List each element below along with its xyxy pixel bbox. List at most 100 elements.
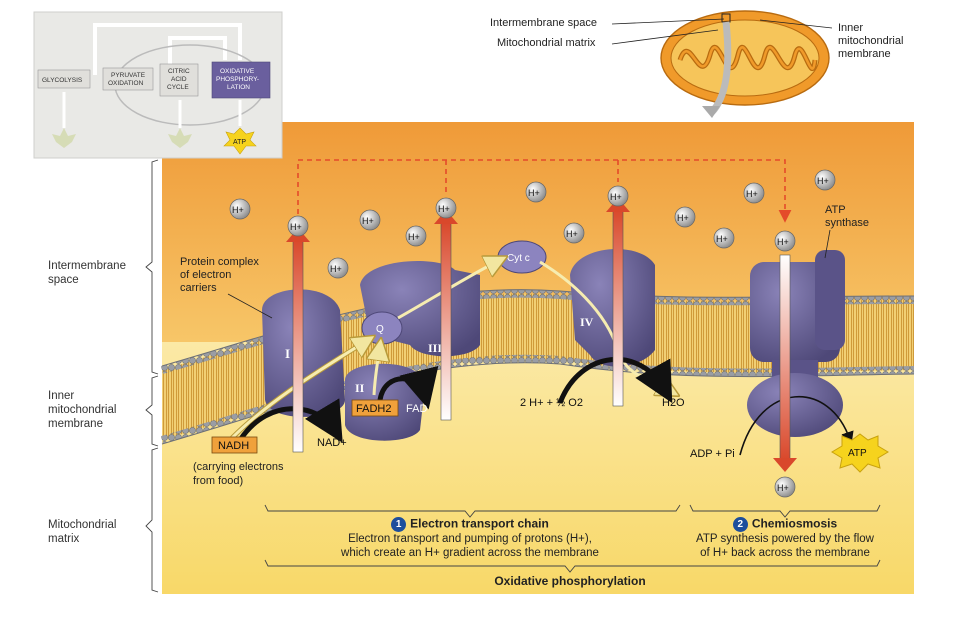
bracket-membrane — [145, 375, 159, 447]
proton-label: H+ — [362, 216, 374, 226]
side-label-intermembrane-2: space — [48, 274, 79, 286]
proton-ion: H+ — [774, 476, 796, 498]
side-label-inner-1: Inner — [48, 390, 75, 402]
side-label-intermembrane-1: Intermembrane — [48, 260, 126, 272]
water-label: H2O — [662, 397, 685, 409]
atp-label: ATP — [848, 448, 867, 459]
proton-ion: H+ — [405, 225, 427, 247]
inset-pyruvate-2: OXIDATION — [108, 80, 144, 87]
oxidative-phosphorylation-label: Oxidative phosphorylation — [494, 574, 646, 588]
proton-ion: H+ — [743, 182, 765, 204]
respiration-overview-inset — [33, 11, 283, 159]
proton-label: H+ — [777, 237, 789, 247]
side-label-matrix-1: Mitochondrial — [48, 519, 117, 531]
protein-complex-line-2: of electron — [180, 269, 231, 281]
proton-ion: H+ — [674, 206, 696, 228]
oxygen-equation: 2 H+ + ½ O2 — [520, 397, 583, 409]
complex-iii-label: III — [428, 341, 442, 355]
fadh2-box — [351, 399, 399, 417]
proton-ion: H+ — [774, 230, 796, 252]
proton-label: H+ — [528, 188, 540, 198]
electron-path-fadh2 — [374, 346, 380, 396]
inset-atp: ATP — [233, 139, 246, 146]
nadh-box — [211, 436, 258, 454]
proton-label: H+ — [817, 176, 829, 186]
proton-ion: H+ — [287, 215, 309, 237]
atp-star — [831, 433, 889, 473]
cyt-c-label: Cyt c — [507, 253, 530, 264]
proton-label: H+ — [777, 483, 789, 493]
protein-complex-line-1: Protein complex — [180, 256, 259, 268]
proton-ion: H+ — [607, 185, 629, 207]
step-1-line-1: Electron transport and pumping of proton… — [348, 533, 592, 545]
top-label-inner-1: Inner — [838, 22, 864, 34]
step-2-line-2: of H+ back across the membrane — [700, 547, 870, 559]
fadh2-arrow — [377, 365, 439, 410]
proton-label: H+ — [566, 229, 578, 239]
step-1-title: Electron transport chain — [410, 516, 549, 531]
atp-synthase — [747, 250, 845, 437]
carrying-line-1: (carrying electrons — [193, 461, 284, 473]
carrying-line-2: from food) — [193, 475, 243, 487]
step-2-number: 2 — [732, 517, 748, 532]
side-label-inner-3: membrane — [48, 418, 103, 430]
step-1-line-2: which create an H+ gradient across the m… — [341, 547, 599, 559]
step-2-title: Chemiosmosis — [751, 516, 838, 531]
side-label-inner-2: mitochondrial — [48, 404, 117, 416]
nad-plus-label: NAD+ — [317, 437, 347, 449]
proton-label: H+ — [330, 264, 342, 274]
proton-ion: H+ — [525, 181, 547, 203]
complex-iv: IV — [570, 248, 655, 367]
proton-ion: H+ — [359, 209, 381, 231]
inset-oxphos-2: PHOSPHORY- — [216, 76, 259, 83]
atp-synthesis-arrow — [739, 395, 854, 456]
inset-oxphos-1: OXIDATIVE — [220, 68, 255, 75]
oxygen-arrow — [557, 356, 673, 404]
inset-glycolysis: GLYCOLYSIS — [42, 77, 83, 84]
complex-ii-label: II — [355, 381, 365, 395]
proton-ion: H+ — [435, 197, 457, 219]
q-label: Q — [376, 324, 384, 335]
bracket-step-1 — [264, 504, 681, 518]
complex-i-label: I — [285, 346, 290, 361]
atp-synthase-line-2: synthase — [825, 217, 869, 229]
proton-ion: H+ — [713, 227, 735, 249]
inset-citric-3: CYCLE — [167, 84, 189, 91]
fad-label: FAD — [406, 403, 427, 415]
nadh-label: NADH — [218, 440, 249, 452]
proton-label: H+ — [438, 204, 450, 214]
proton-label: H+ — [232, 205, 244, 215]
bracket-oxphos — [264, 559, 881, 573]
bracket-step-2 — [689, 504, 881, 518]
top-label-matrix: Mitochondrial matrix — [497, 37, 596, 49]
proton-return-arrow — [773, 254, 797, 472]
proton-ions: H+ H+ H+ H+ H+ H+ H+ H+ H+ H+ H+ H+ H+ H… — [229, 169, 836, 498]
proton-ion: H+ — [563, 222, 585, 244]
proton-ion: H+ — [327, 257, 349, 279]
inset-oxphos-3: LATION — [227, 84, 250, 91]
inset-pyruvate-1: PYRUVATE — [111, 72, 146, 79]
complex-i: I — [262, 289, 345, 417]
top-label-intermembrane: Intermembrane space — [490, 17, 597, 29]
bracket-intermembrane — [145, 159, 159, 375]
inset-citric-1: CITRIC — [168, 68, 190, 75]
proton-label: H+ — [716, 234, 728, 244]
mitochondrion-illustration — [660, 10, 830, 118]
bracket-matrix — [145, 447, 159, 593]
inset-atp-star — [223, 127, 257, 155]
step-2-line-1: ATP synthesis powered by the flow — [696, 533, 874, 545]
top-label-inner-2: mitochondrial — [838, 35, 904, 47]
adp-pi-label: ADP + Pi — [690, 448, 735, 460]
proton-label: H+ — [677, 213, 689, 223]
protein-complex-line-3: carriers — [180, 282, 217, 294]
proton-label: H+ — [290, 222, 302, 232]
atp-synthase-line-1: ATP — [825, 204, 846, 216]
fadh2-label: FADH2 — [356, 403, 391, 415]
proton-label: H+ — [408, 232, 420, 242]
proton-ion: H+ — [229, 198, 251, 220]
proton-ion: H+ — [814, 169, 836, 191]
side-label-matrix-2: matrix — [48, 533, 80, 545]
